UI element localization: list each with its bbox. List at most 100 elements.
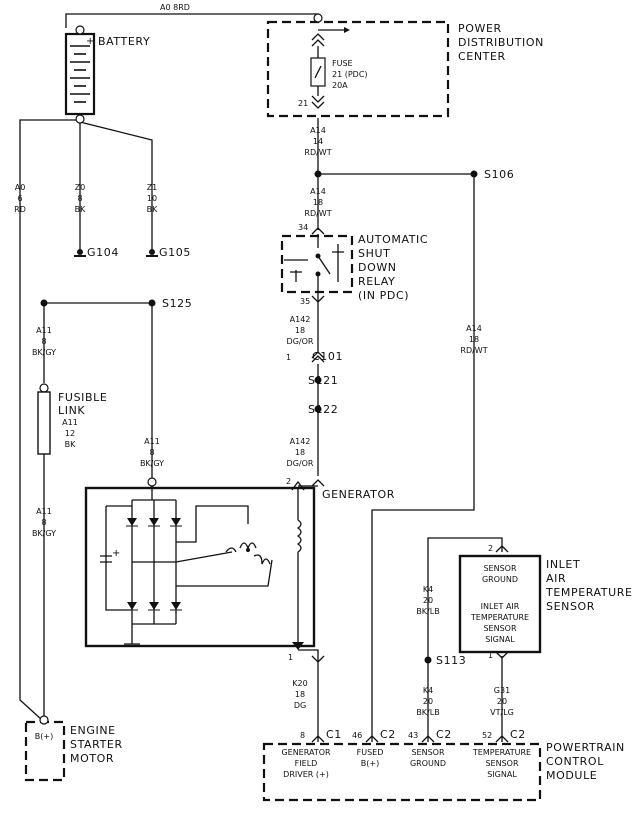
svg-text:LINK: LINK [58, 404, 85, 417]
wire-label-k4-bottom: K4 20 BK/LB [416, 686, 439, 717]
svg-text:52: 52 [482, 731, 492, 740]
pdc-title-3: CENTER [458, 50, 506, 63]
svg-text:(IN PDC): (IN PDC) [358, 289, 409, 302]
wire-label-a142-top: A142 18 DG/OR [287, 315, 314, 346]
svg-text:INLET AIR: INLET AIR [481, 602, 520, 611]
svg-text:SENSOR: SENSOR [485, 759, 518, 768]
svg-text:20: 20 [423, 697, 433, 706]
svg-text:20: 20 [423, 596, 433, 605]
svg-text:A14: A14 [310, 187, 326, 196]
svg-text:1: 1 [488, 651, 493, 660]
asd-relay: 34 35 AUTOMATIC SHUT DOWN RELAY (IN PDC) [280, 223, 428, 306]
svg-text:12: 12 [65, 429, 75, 438]
svg-text:A0: A0 [15, 183, 26, 192]
powertrain-control-module: POWERTRAIN CONTROL MODULE 8 C1 GENERATOR… [262, 728, 625, 802]
svg-text:18: 18 [295, 448, 305, 457]
pdc-title-2: DISTRIBUTION [458, 36, 544, 49]
wire-label-g31: G31 20 VT/LG [490, 686, 514, 717]
svg-text:TEMPERATURE: TEMPERATURE [470, 613, 529, 622]
svg-text:C2: C2 [436, 728, 452, 741]
svg-text:C101: C101 [312, 350, 343, 363]
wire-label-k20: K20 18 DG [292, 679, 307, 710]
svg-text:S106: S106 [484, 168, 514, 181]
svg-text:DG/OR: DG/OR [287, 337, 314, 346]
svg-text:18: 18 [313, 198, 323, 207]
fusible-link: FUSIBLE LINK A11 12 BK [37, 383, 107, 455]
svg-text:2: 2 [286, 477, 291, 486]
svg-text:ENGINE: ENGINE [70, 724, 116, 737]
svg-text:MOTOR: MOTOR [70, 752, 114, 765]
battery: + BATTERY A0 8RD [64, 3, 190, 124]
battery-wire-top: A0 8RD [160, 3, 190, 12]
wire-label-a11-top: A11 8 BK/GY [32, 326, 56, 357]
svg-text:S121: S121 [308, 374, 338, 387]
svg-text:RD/WT: RD/WT [304, 148, 331, 157]
svg-text:RD: RD [14, 205, 26, 214]
svg-text:K4: K4 [423, 686, 433, 695]
svg-text:POWERTRAIN: POWERTRAIN [546, 741, 625, 754]
wire-label-a14-right: A14 18 RD/WT [460, 324, 487, 355]
svg-text:TEMPERATURE: TEMPERATURE [472, 748, 531, 757]
svg-text:STARTER: STARTER [70, 738, 123, 751]
svg-text:BK/GY: BK/GY [32, 348, 56, 357]
svg-text:SHUT: SHUT [358, 247, 390, 260]
pcm-pin-52: 52 C2 TEMPERATURE SENSOR SIGNAL [472, 728, 531, 779]
svg-text:S122: S122 [308, 403, 338, 416]
engine-starter-motor: B(+) ENGINE STARTER MOTOR [24, 715, 123, 782]
svg-text:2: 2 [488, 544, 493, 553]
svg-text:BK/LB: BK/LB [416, 607, 439, 616]
svg-text:S113: S113 [436, 654, 466, 667]
svg-text:G104: G104 [87, 246, 119, 259]
svg-text:8: 8 [149, 448, 154, 457]
splice-s121: S121 [308, 374, 338, 387]
svg-text:FIELD: FIELD [295, 759, 318, 768]
svg-text:C1: C1 [326, 728, 342, 741]
svg-text:18: 18 [295, 690, 305, 699]
svg-text:1: 1 [288, 653, 293, 662]
svg-text:8: 8 [41, 337, 46, 346]
svg-text:FUSIBLE: FUSIBLE [58, 391, 107, 404]
pdc-title-1: POWER [458, 22, 502, 35]
svg-text:35: 35 [300, 297, 310, 306]
svg-text:C2: C2 [510, 728, 526, 741]
svg-text:SIGNAL: SIGNAL [485, 635, 515, 644]
svg-text:46: 46 [352, 731, 362, 740]
pcm-pin-46: 46 C2 FUSED B(+) [352, 728, 396, 768]
splice-s125: S125 [40, 297, 192, 310]
pdc-pin: 21 [298, 99, 308, 108]
svg-text:8: 8 [300, 731, 305, 740]
fuse-line-2: 21 (PDC) [332, 70, 368, 79]
svg-text:G105: G105 [159, 246, 191, 259]
svg-text:14: 14 [313, 137, 323, 146]
svg-text:Z1: Z1 [147, 183, 158, 192]
svg-text:A11: A11 [62, 418, 78, 427]
svg-text:AUTOMATIC: AUTOMATIC [358, 233, 428, 246]
svg-text:G31: G31 [494, 686, 510, 695]
svg-text:8: 8 [41, 518, 46, 527]
svg-text:BK: BK [65, 440, 76, 449]
wire-label-z1: Z1 10 BK [147, 183, 158, 214]
svg-text:K4: K4 [423, 585, 433, 594]
connector-c101: 1 C101 [286, 350, 343, 363]
svg-text:A11: A11 [36, 507, 52, 516]
svg-text:A142: A142 [290, 437, 311, 446]
pcm-pin-8: 8 C1 GENERATOR FIELD DRIVER (+) [281, 728, 341, 779]
battery-label: BATTERY [98, 35, 150, 48]
svg-text:C2: C2 [380, 728, 396, 741]
wire-label-k4-top: K4 20 BK/LB [416, 585, 439, 616]
svg-text:A11: A11 [36, 326, 52, 335]
svg-text:8: 8 [77, 194, 82, 203]
svg-text:B(+): B(+) [35, 732, 53, 741]
svg-text:DOWN: DOWN [358, 261, 397, 274]
svg-text:A14: A14 [310, 126, 326, 135]
wire-label-a11-bottom: A11 8 BK/GY [32, 507, 56, 538]
svg-text:SENSOR: SENSOR [483, 624, 516, 633]
svg-text:BK: BK [147, 205, 158, 214]
svg-text:GROUND: GROUND [482, 575, 518, 584]
wire-label-a0: A0 6 RD [14, 183, 26, 214]
svg-text:DG: DG [294, 701, 306, 710]
ground-g104: G104 [74, 246, 119, 259]
svg-text:A11: A11 [144, 437, 160, 446]
